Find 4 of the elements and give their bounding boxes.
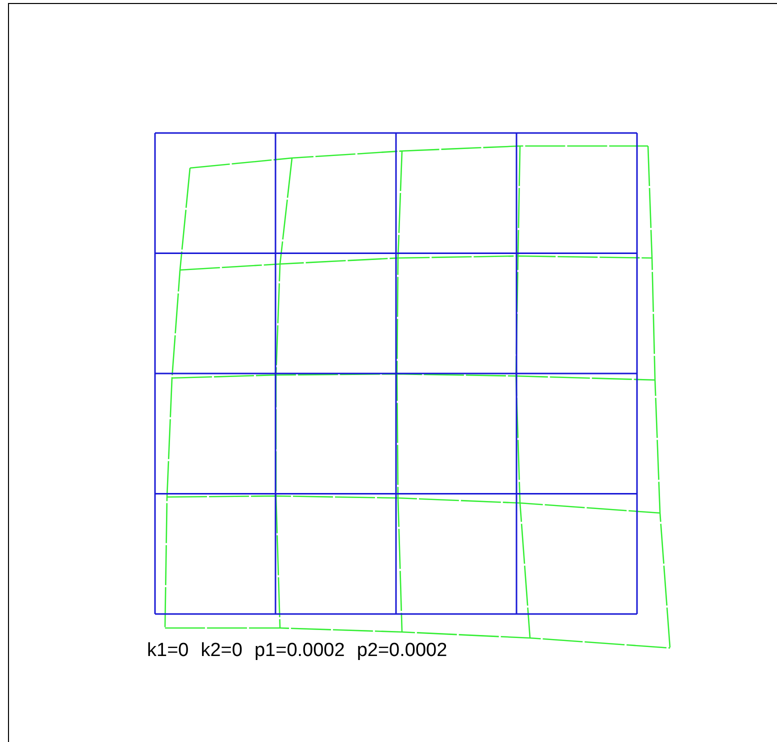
parameter-label: p2=0.0002 (356, 640, 448, 662)
parameter-label: p1=0.0002 (254, 640, 345, 662)
parameter-label: k2=0 (200, 640, 242, 662)
parameter-label: k1=0 (147, 640, 189, 662)
